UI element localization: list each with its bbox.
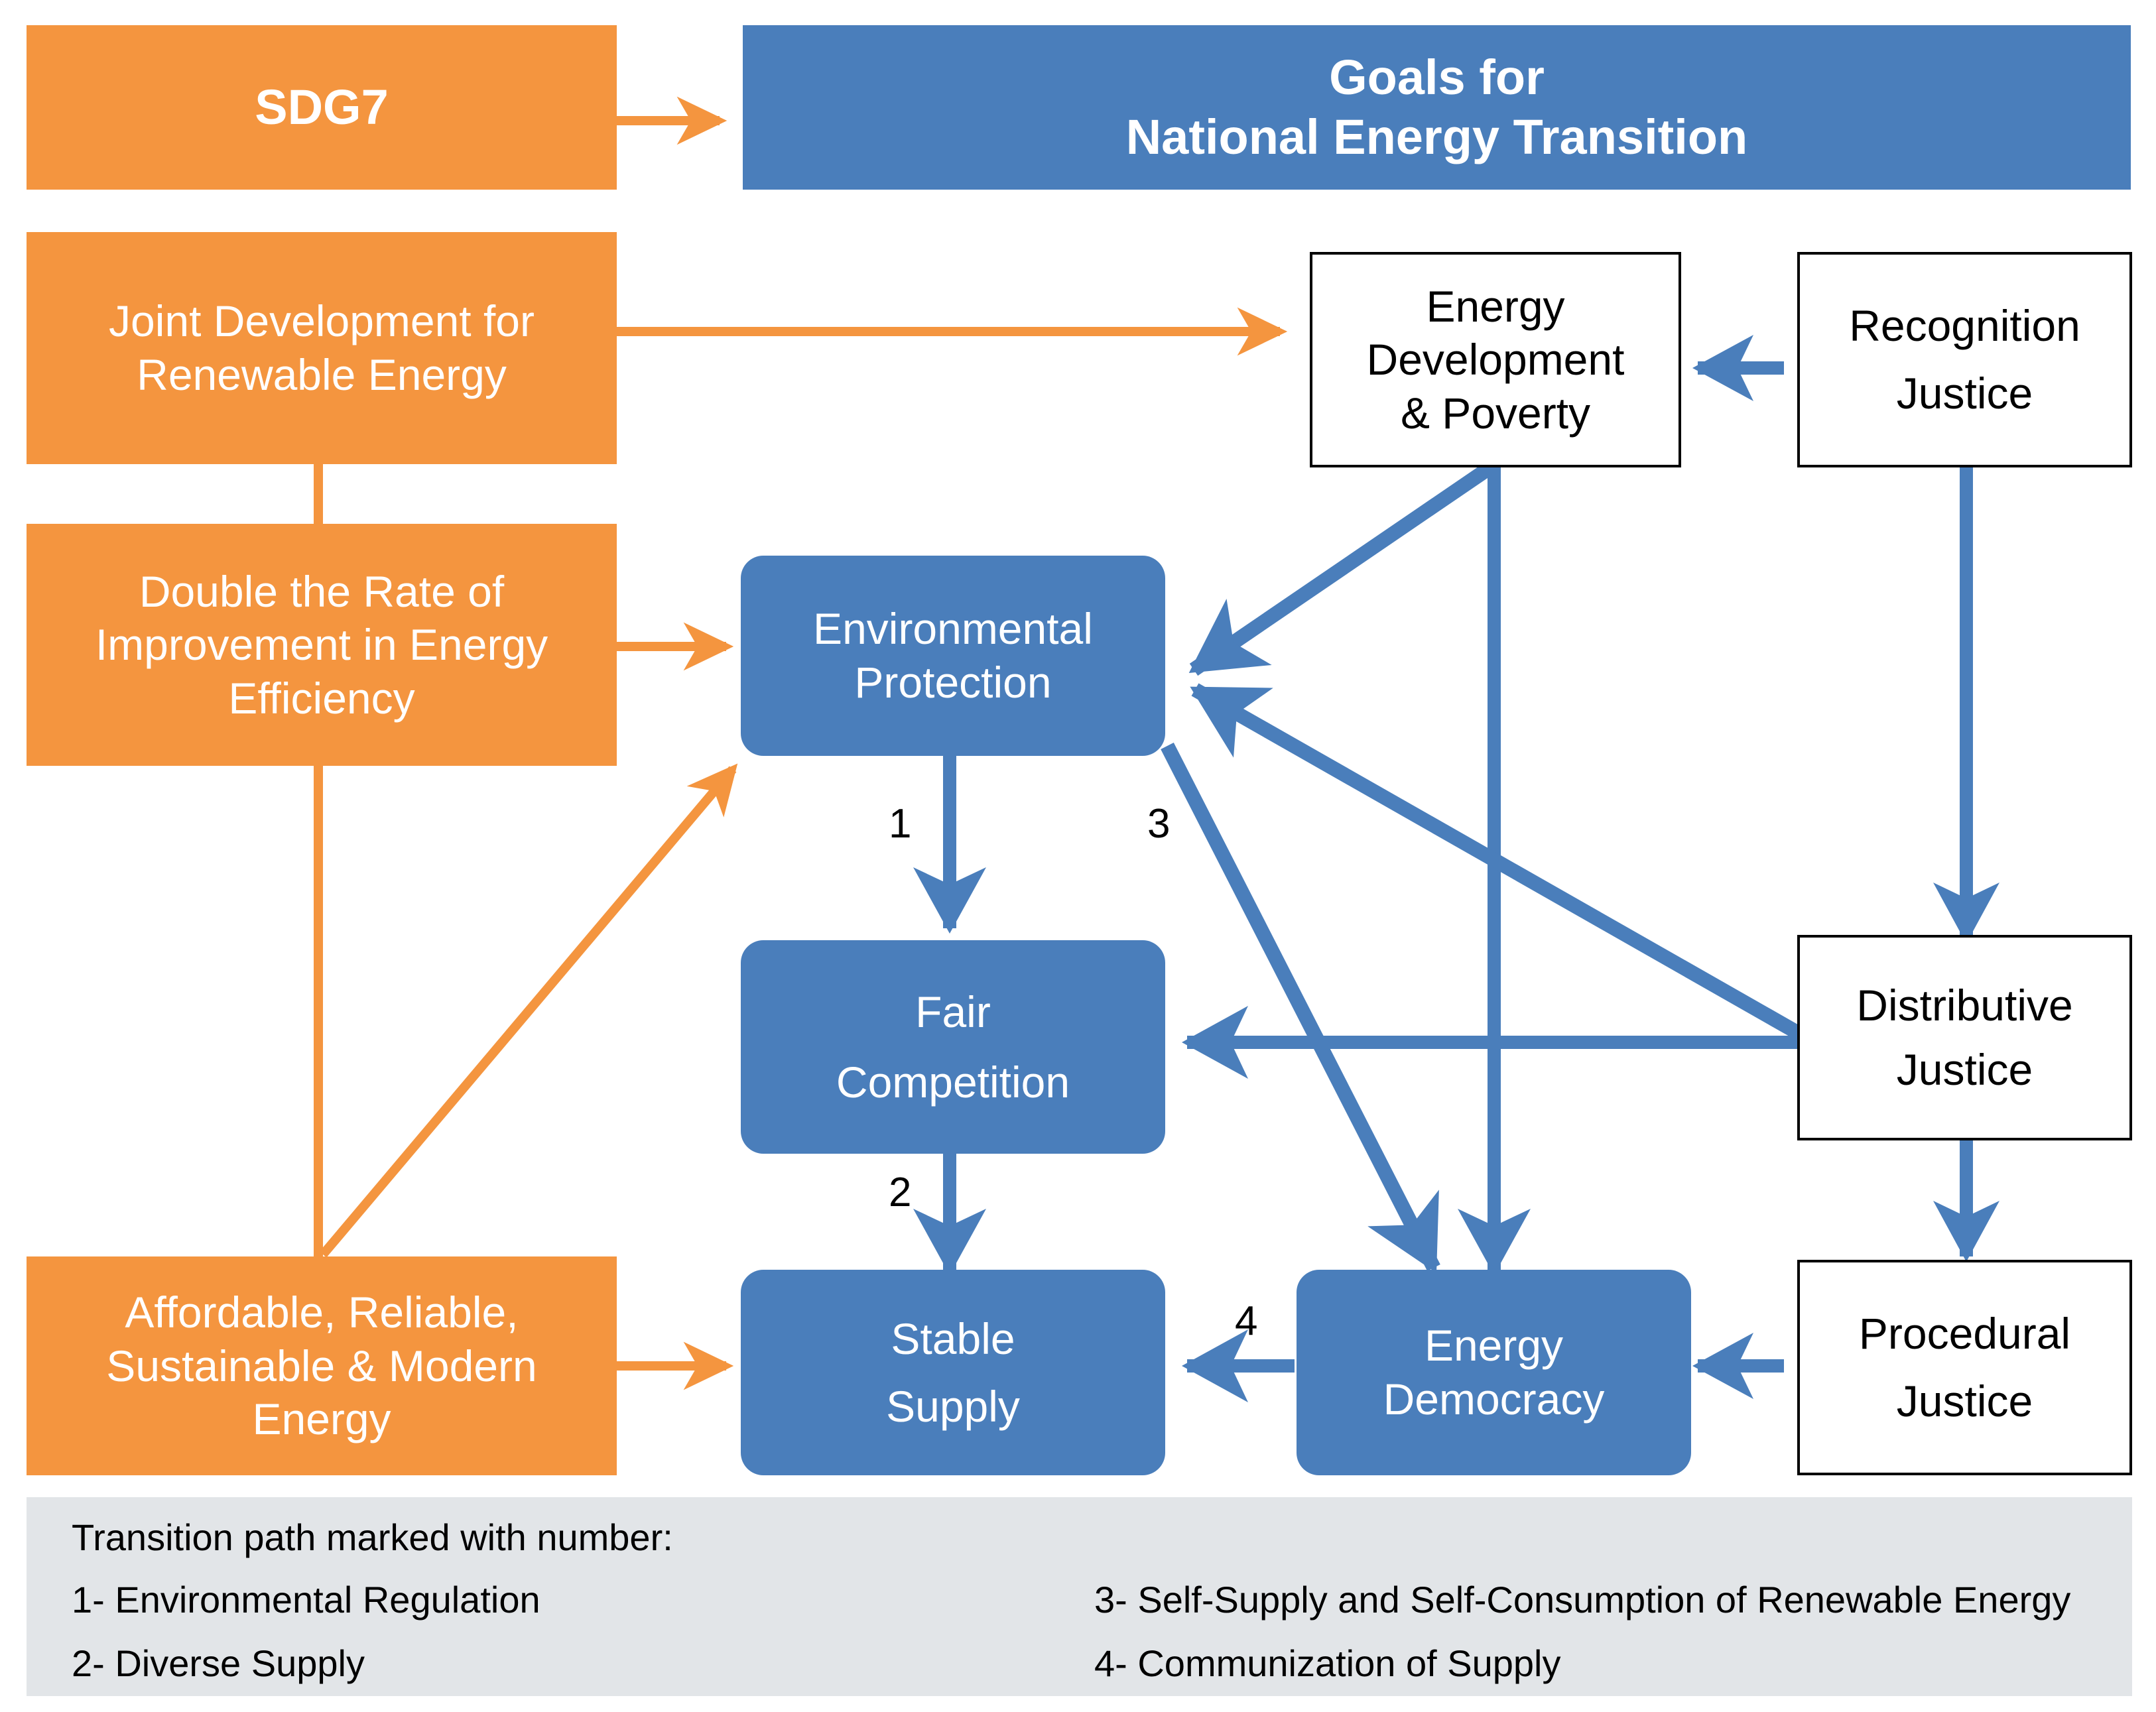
node-energy-development-poverty[interactable]: Energy Development & Poverty	[1310, 252, 1681, 467]
node-energy-development-poverty-line1: Energy	[1426, 281, 1565, 331]
goals-header-line1: Goals for	[1329, 49, 1545, 105]
edge-affordable-to-envprotection	[319, 763, 738, 1258]
goals-header[interactable]: Goals for National Energy Transition	[743, 25, 2131, 190]
node-stable-supply[interactable]: Stable Supply	[741, 1270, 1165, 1475]
legend-panel: Transition path marked with number: 1- E…	[27, 1497, 2132, 1696]
node-procedural-justice[interactable]: Procedural Justice	[1797, 1260, 2132, 1475]
node-recognition-justice-line2: Justice	[1896, 369, 2033, 418]
legend-item-2: 2- Diverse Supply	[72, 1642, 365, 1684]
sdg7-header[interactable]: SDG7	[27, 25, 617, 190]
node-distributive-justice-line2: Justice	[1896, 1045, 2033, 1095]
node-energy-development-poverty-line2: Development	[1366, 335, 1625, 385]
node-distributive-justice-line1: Distributive	[1856, 981, 2073, 1030]
path-number-1: 1	[889, 801, 912, 847]
edge-energydev-to-envprotection	[1188, 461, 1495, 676]
node-recognition-justice-line1: Recognition	[1849, 301, 2080, 351]
legend-item-1: 1- Environmental Regulation	[72, 1579, 540, 1620]
node-energy-democracy-line1: Energy	[1424, 1321, 1564, 1371]
node-stable-supply-line1: Stable	[891, 1314, 1015, 1363]
path-number-2: 2	[889, 1170, 912, 1215]
node-environmental-protection-line2: Protection	[854, 658, 1052, 707]
node-distributive-justice[interactable]: Distributive Justice	[1797, 935, 2132, 1140]
legend-title: Transition path marked with number:	[72, 1516, 673, 1558]
sdg7-header-label: SDG7	[255, 79, 389, 135]
path-number-4: 4	[1235, 1298, 1258, 1344]
node-fair-competition[interactable]: Fair Competition	[741, 940, 1165, 1154]
node-energy-democracy-line2: Democracy	[1383, 1375, 1605, 1424]
node-fair-competition-line1: Fair	[915, 987, 991, 1036]
node-procedural-justice-line2: Justice	[1896, 1376, 2033, 1426]
edge-envprotection-to-energydemocracy-path3	[1161, 742, 1440, 1273]
node-procedural-justice-line1: Procedural	[1858, 1309, 2071, 1359]
goals-header-line2: National Energy Transition	[1125, 109, 1748, 164]
node-environmental-protection-line1: Environmental	[813, 604, 1093, 654]
sdg-target-affordable-energy-label: Affordable, Reliable, Sustainable & Mode…	[106, 1288, 537, 1444]
node-energy-democracy[interactable]: Energy Democracy	[1297, 1270, 1691, 1475]
legend-item-3: 3- Self-Supply and Self-Consumption of R…	[1094, 1579, 2071, 1620]
node-recognition-justice[interactable]: Recognition Justice	[1797, 252, 2132, 467]
sdg-target-double-rate-label: Double the Rate of Improvement in Energy…	[95, 566, 548, 723]
node-energy-development-poverty-line3: & Poverty	[1400, 388, 1591, 438]
edge-distributive-to-envprotection	[1190, 683, 1805, 1041]
node-environmental-protection[interactable]: Environmental Protection	[741, 556, 1165, 756]
node-stable-supply-line2: Supply	[886, 1381, 1020, 1431]
sdg-target-joint-development-label: Joint Development for Renewable Energy	[109, 296, 535, 399]
legend-item-4: 4- Communization of Supply	[1094, 1642, 1561, 1684]
sdg-target-joint-development[interactable]: Joint Development for Renewable Energy	[27, 232, 617, 464]
sdg-target-affordable-energy[interactable]: Affordable, Reliable, Sustainable & Mode…	[27, 1256, 617, 1475]
path-number-3: 3	[1147, 801, 1171, 847]
sdg-target-double-rate[interactable]: Double the Rate of Improvement in Energy…	[27, 524, 617, 766]
node-fair-competition-line2: Competition	[836, 1057, 1070, 1107]
